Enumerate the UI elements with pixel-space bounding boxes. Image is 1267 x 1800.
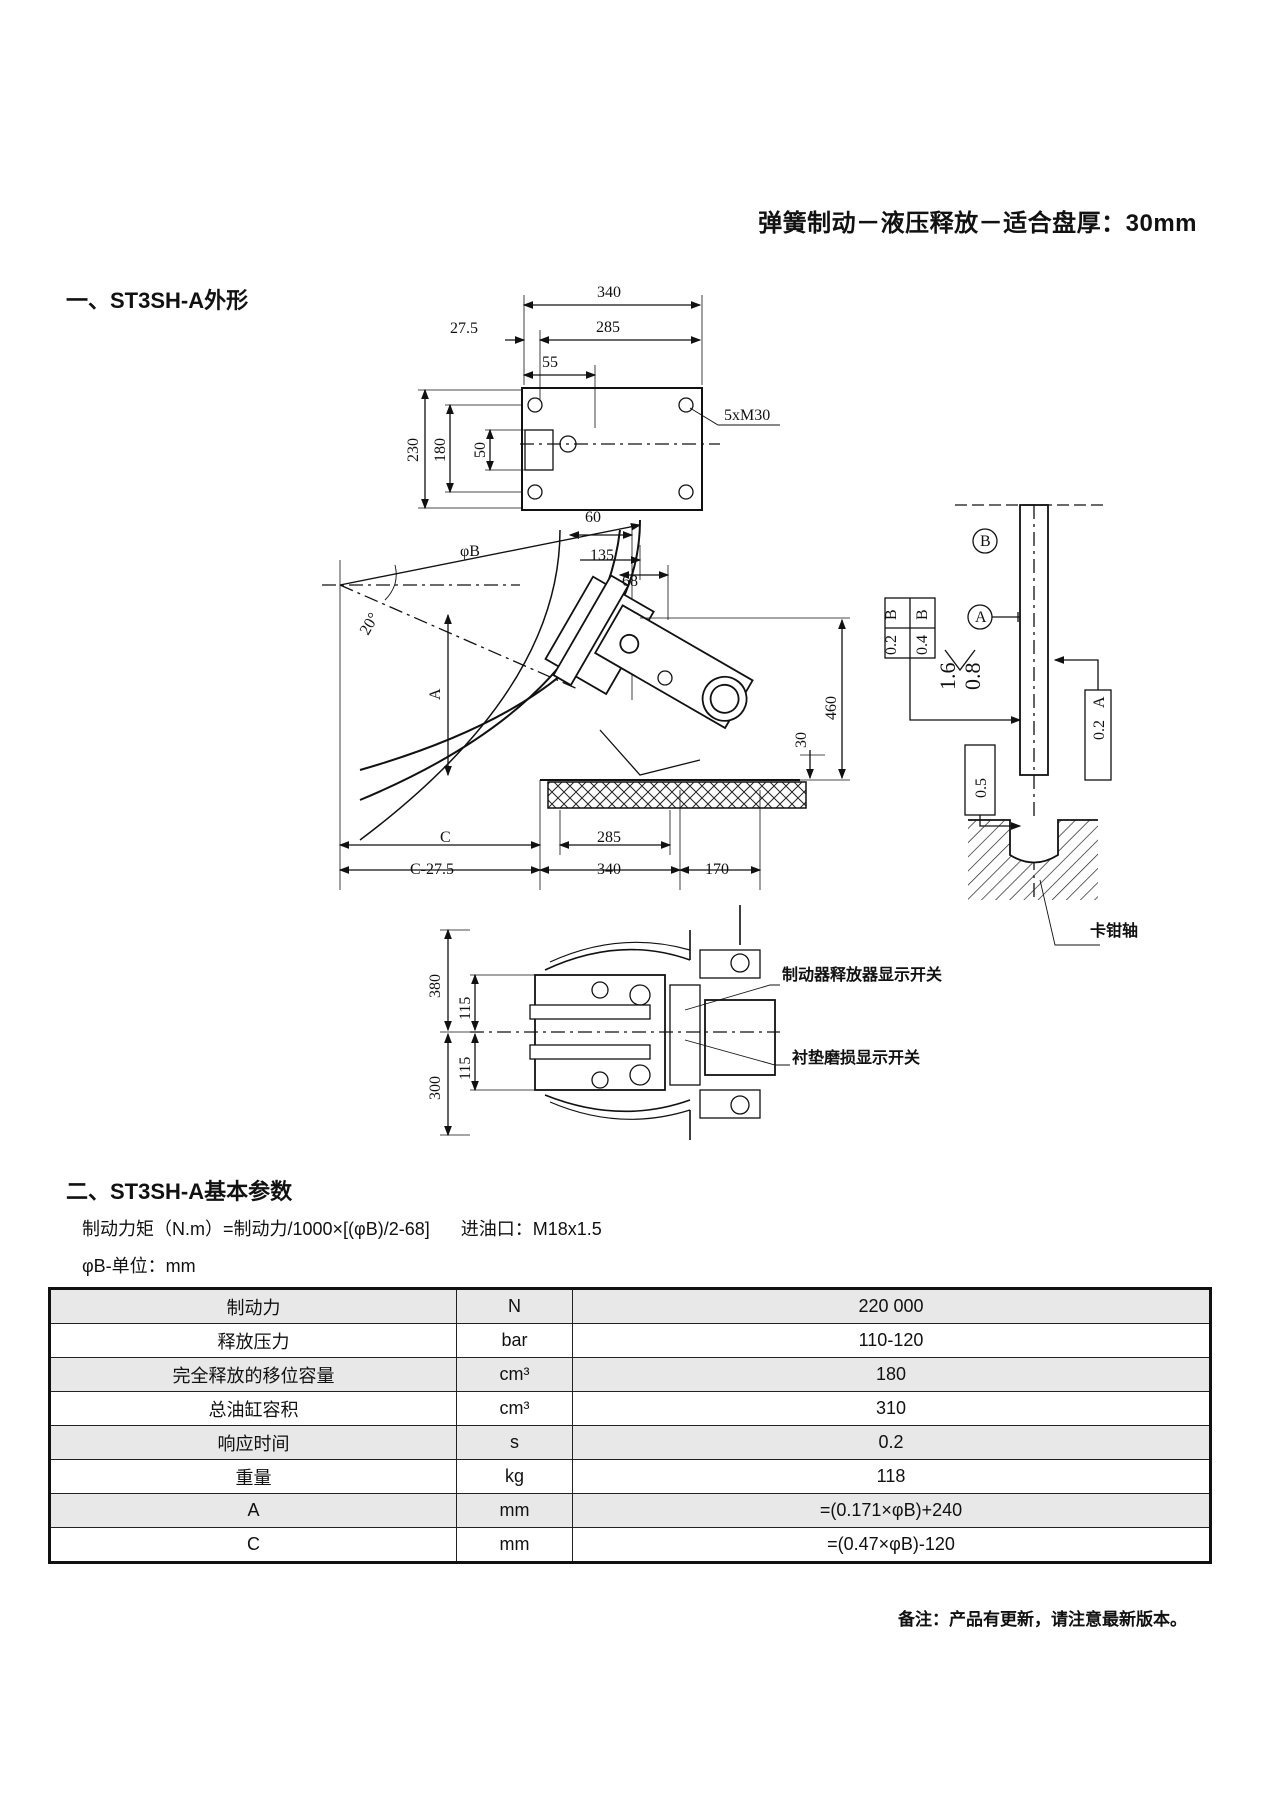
svg-text:0.5: 0.5 xyxy=(973,778,990,798)
param-unit-cell: mm xyxy=(456,1493,573,1528)
svg-text:30: 30 xyxy=(793,732,810,748)
param-unit-cell: mm xyxy=(456,1527,573,1563)
svg-text:460: 460 xyxy=(823,696,840,720)
param-value-cell: 118 xyxy=(572,1459,1211,1494)
svg-text:φB: φB xyxy=(460,543,480,560)
shaft-detail-view xyxy=(884,504,1112,946)
svg-text:0.8: 0.8 xyxy=(960,663,985,691)
param-name-cell: 完全释放的移位容量 xyxy=(49,1357,457,1392)
svg-text:380: 380 xyxy=(427,974,444,998)
svg-text:20°: 20° xyxy=(357,610,383,638)
svg-text:55: 55 xyxy=(542,354,558,371)
svg-text:1.6: 1.6 xyxy=(935,663,960,691)
svg-text:115: 115 xyxy=(457,1057,474,1080)
section-title-parameters: 二、ST3SH-A基本参数 xyxy=(66,1179,293,1204)
svg-text:60: 60 xyxy=(585,509,601,526)
param-name-cell: 总油缸容积 xyxy=(49,1391,457,1426)
svg-text:285: 285 xyxy=(596,319,620,336)
param-unit-cell: bar xyxy=(456,1323,573,1358)
svg-text:5xM30: 5xM30 xyxy=(724,407,770,424)
caliper-shaft-label: 卡钳轴 xyxy=(1090,921,1138,940)
svg-text:170: 170 xyxy=(705,861,729,878)
main-side-view xyxy=(322,519,850,890)
param-value-cell: 310 xyxy=(572,1391,1211,1426)
param-value-cell: =(0.47×φB)-120 xyxy=(572,1527,1211,1563)
svg-text:135: 135 xyxy=(590,547,614,564)
front-view-caliper xyxy=(440,905,790,1140)
param-unit-cell: kg xyxy=(456,1459,573,1494)
param-unit-cell: s xyxy=(456,1425,573,1460)
param-name-cell: 释放压力 xyxy=(49,1323,457,1358)
svg-text:180: 180 xyxy=(432,438,449,462)
svg-text:285: 285 xyxy=(597,829,621,846)
param-unit-cell: cm³ xyxy=(456,1357,573,1392)
section-title-outline: 一、ST3SH-A外形 xyxy=(66,288,249,313)
param-name-cell: A xyxy=(49,1493,457,1528)
param-name-cell: 制动力 xyxy=(49,1288,457,1324)
technical-drawing: 340 27.5 285 55 5xM30 230 180 50 xyxy=(322,284,1138,1140)
svg-text:A: A xyxy=(1091,696,1108,708)
footnote: 备注：产品有更新，请注意最新版本。 xyxy=(898,1610,1187,1629)
param-name-cell: 重量 xyxy=(49,1459,457,1494)
param-value-cell: 0.2 xyxy=(572,1425,1211,1460)
wear-switch-label: 衬垫磨损显示开关 xyxy=(792,1048,920,1067)
svg-text:0.4: 0.4 xyxy=(914,635,931,655)
release-switch-label: 制动器释放器显示开关 xyxy=(782,965,942,984)
svg-text:A: A xyxy=(427,688,444,700)
side-view-dimension-texts: 60 φB 135 68 20° A 460 30 C 285 C-27.5 3… xyxy=(357,509,840,878)
param-name-cell: 响应时间 xyxy=(49,1425,457,1460)
front-view-texts: 380 115 115 300 制动器释放器显示开关 衬垫磨损显示开关 xyxy=(427,965,942,1100)
svg-text:A: A xyxy=(975,609,987,626)
torque-formula: 制动力矩（N.m）=制动力/1000×[(φB)/2-68] 进油口：M18x1… xyxy=(82,1215,628,1241)
svg-text:B: B xyxy=(980,533,991,550)
svg-text:50: 50 xyxy=(472,442,489,458)
unit-note: φB-单位：mm xyxy=(82,1256,196,1276)
svg-text:B: B xyxy=(883,609,900,620)
svg-text:0.2: 0.2 xyxy=(883,635,900,655)
svg-text:27.5: 27.5 xyxy=(450,320,478,337)
param-value-cell: 110-120 xyxy=(572,1323,1211,1358)
torque-formula-text: 制动力矩（N.m）=制动力/1000×[(φB)/2-68] xyxy=(82,1219,430,1239)
param-unit-cell: cm³ xyxy=(456,1391,573,1426)
svg-text:68: 68 xyxy=(622,573,638,590)
page-header-title: 弹簧制动－液压释放－适合盘厚：30mm xyxy=(758,210,1197,237)
svg-text:C-27.5: C-27.5 xyxy=(410,861,454,878)
param-value-cell: =(0.171×φB)+240 xyxy=(572,1493,1211,1528)
param-value-cell: 180 xyxy=(572,1357,1211,1392)
param-name-cell: C xyxy=(49,1527,457,1563)
svg-text:230: 230 xyxy=(405,438,422,462)
svg-text:340: 340 xyxy=(597,284,621,301)
svg-text:300: 300 xyxy=(427,1076,444,1100)
shaft-detail-texts: B A 0.2 0.4 B B 1.6 0.8 0.5 0.2 A 卡钳轴 xyxy=(883,533,1138,940)
svg-text:B: B xyxy=(914,609,931,620)
top-view-dimension-texts: 340 27.5 285 55 5xM30 230 180 50 xyxy=(405,284,770,462)
svg-text:0.2: 0.2 xyxy=(1091,720,1108,740)
param-value-cell: 220 000 xyxy=(572,1288,1211,1324)
svg-text:115: 115 xyxy=(457,997,474,1020)
svg-text:340: 340 xyxy=(597,861,621,878)
svg-text:C: C xyxy=(440,829,451,846)
top-view-plate xyxy=(418,295,780,511)
param-unit-cell: N xyxy=(456,1288,573,1324)
oil-inlet-text: 进油口：M18x1.5 xyxy=(460,1219,602,1239)
